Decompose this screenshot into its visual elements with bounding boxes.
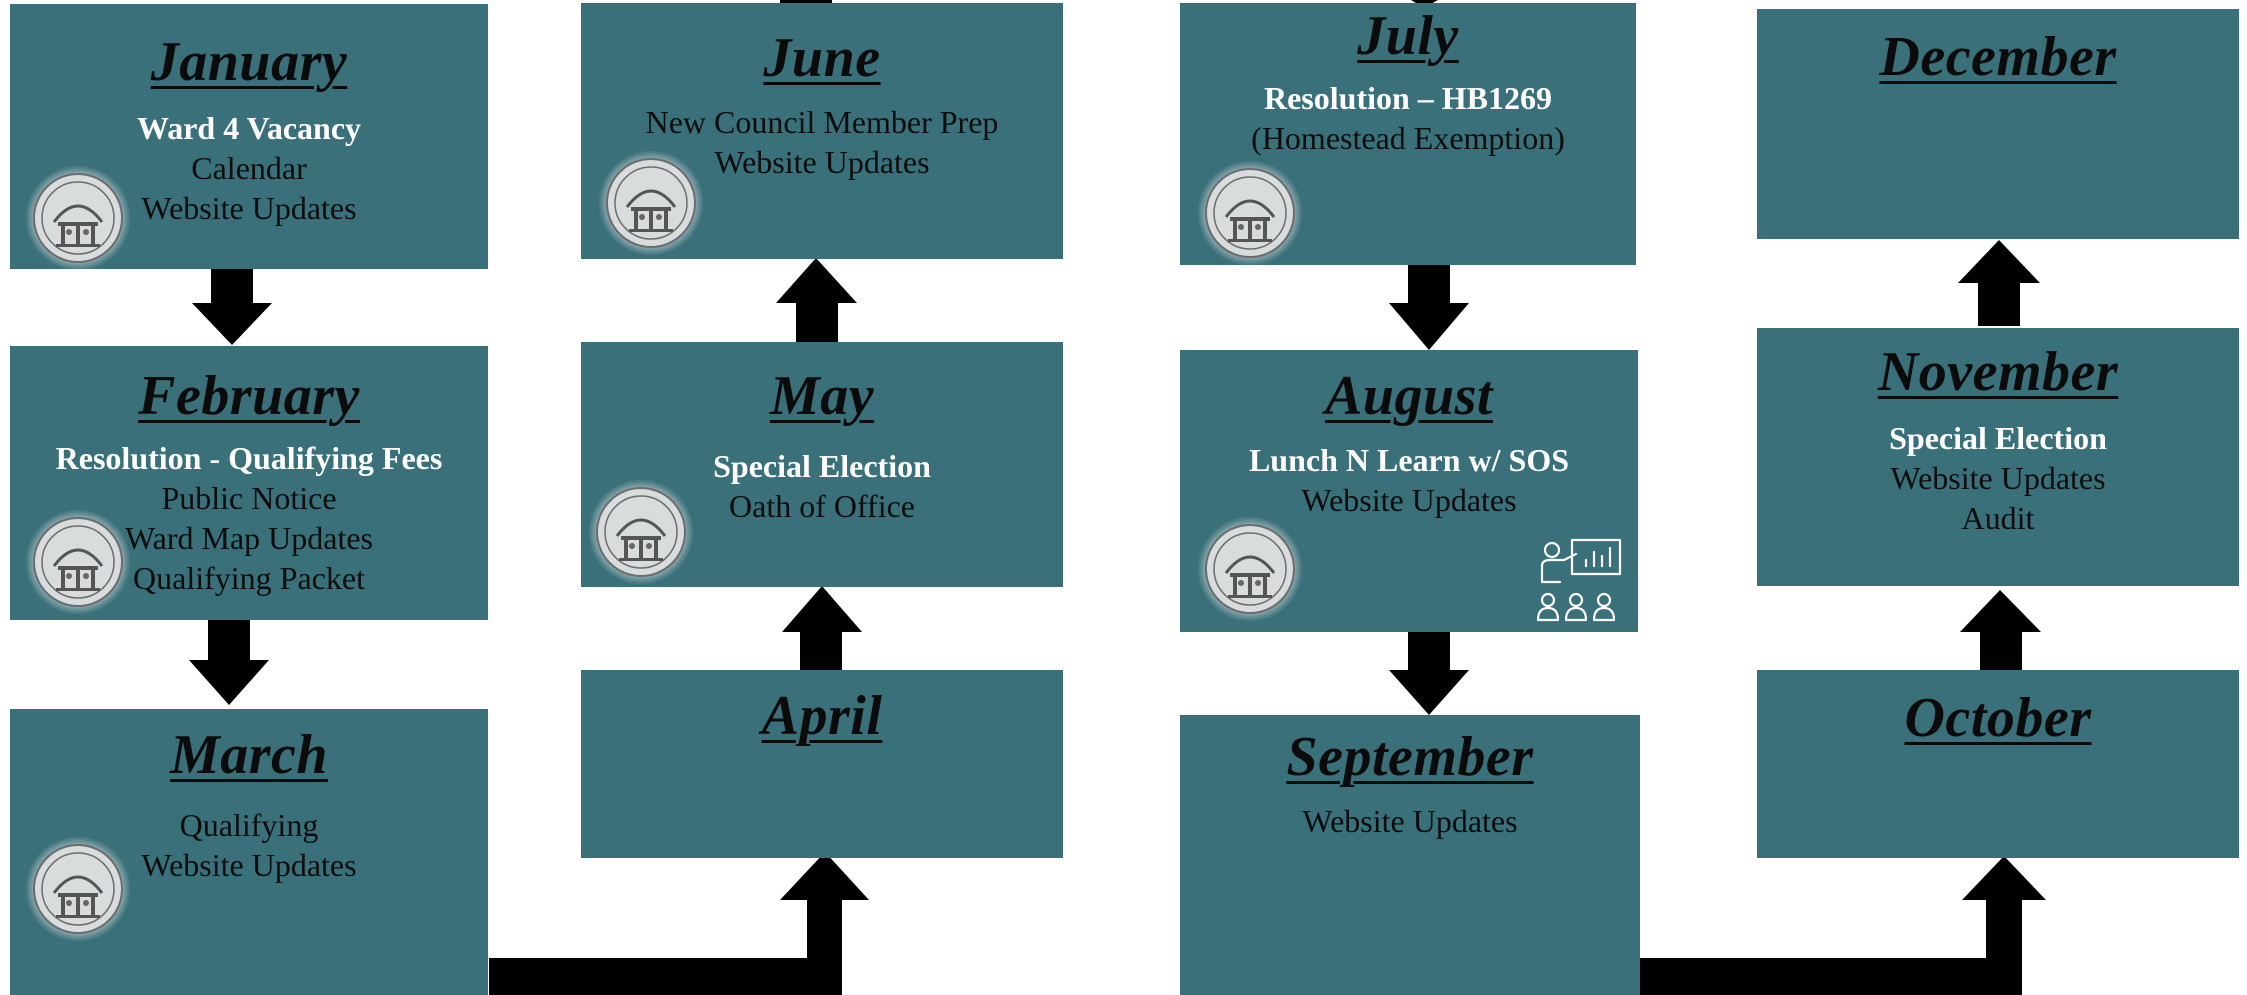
month-title: May xyxy=(769,365,875,427)
month-item: Oath of Office xyxy=(729,488,915,524)
month-item: Website Updates xyxy=(141,847,357,883)
state-seal-icon xyxy=(597,149,705,257)
month-title: December xyxy=(1879,26,2117,88)
month-box-august: August Lunch N Learn w/ SOS Website Upda… xyxy=(1180,350,1638,632)
month-item: Resolution - Qualifying Fees xyxy=(55,440,443,476)
month-box-october: October xyxy=(1757,670,2239,858)
month-item: Qualifying xyxy=(179,807,319,843)
month-item: Website Updates xyxy=(1890,460,2106,496)
month-item: Ward Map Updates xyxy=(124,520,373,556)
arrow-august-september xyxy=(1389,628,1469,715)
month-title: November xyxy=(1877,341,2119,403)
month-item: Public Notice xyxy=(161,480,337,516)
presentation-audience-icon xyxy=(1536,538,1622,622)
month-item: Special Election xyxy=(1889,420,2107,456)
month-title: August xyxy=(1325,365,1493,427)
month-item: Ward 4 Vacancy xyxy=(136,110,362,146)
arrow-may-june xyxy=(776,258,857,342)
state-seal-icon xyxy=(587,478,695,586)
month-title: July xyxy=(1357,5,1459,67)
month-item: Website Updates xyxy=(141,190,357,226)
arrow-july-august xyxy=(1389,265,1469,350)
month-title: April xyxy=(761,685,883,747)
state-seal-icon xyxy=(24,508,132,616)
state-seal-icon xyxy=(1196,515,1304,623)
arrow-october-november xyxy=(1960,590,2041,670)
month-item: Lunch N Learn w/ SOS xyxy=(1248,442,1570,478)
month-item: Special Election xyxy=(713,448,931,484)
month-item: (Homestead Exemption) xyxy=(1251,120,1565,156)
month-title: June xyxy=(763,27,881,89)
month-title: February xyxy=(138,365,360,427)
state-seal-icon xyxy=(24,164,132,272)
month-box-february: February Resolution - Qualifying Fees Pu… xyxy=(10,346,488,620)
month-box-september: September Website Updates xyxy=(1180,715,1640,995)
arrow-march-april xyxy=(489,852,869,995)
arrow-february-march xyxy=(189,620,269,705)
month-box-november: November Special Election Website Update… xyxy=(1757,328,2239,586)
arrow-january-february xyxy=(192,268,272,345)
month-item: Audit xyxy=(1961,500,2035,536)
arrow-april-may xyxy=(782,586,862,670)
month-item: Calendar xyxy=(191,150,307,186)
month-title: October xyxy=(1904,687,2092,749)
month-box-june: June New Council Member Prep Website Upd… xyxy=(581,3,1063,259)
month-box-july: July Resolution – HB1269 (Homestead Exem… xyxy=(1180,3,1636,267)
state-seal-icon xyxy=(1196,159,1304,267)
state-seal-icon xyxy=(24,835,132,943)
month-box-december: December xyxy=(1757,9,2239,239)
month-box-march: March Qualifying Website Updates xyxy=(10,709,488,995)
month-item: Qualifying Packet xyxy=(133,560,365,596)
month-item: Resolution – HB1269 xyxy=(1263,80,1553,116)
month-box-april: April xyxy=(581,670,1063,858)
month-title: September xyxy=(1286,726,1534,788)
month-title: March xyxy=(169,724,329,786)
month-box-may: May Special Election Oath of Office xyxy=(581,342,1063,587)
month-item: New Council Member Prep xyxy=(645,104,999,140)
month-item: Website Updates xyxy=(714,144,930,180)
month-item: Website Updates xyxy=(1302,803,1518,839)
arrow-november-december xyxy=(1958,240,2040,326)
month-item: Website Updates xyxy=(1301,482,1517,518)
month-box-january: January Ward 4 Vacancy Calendar Website … xyxy=(10,4,488,272)
month-title: January xyxy=(150,31,348,93)
arrow-september-october xyxy=(1640,856,2046,995)
